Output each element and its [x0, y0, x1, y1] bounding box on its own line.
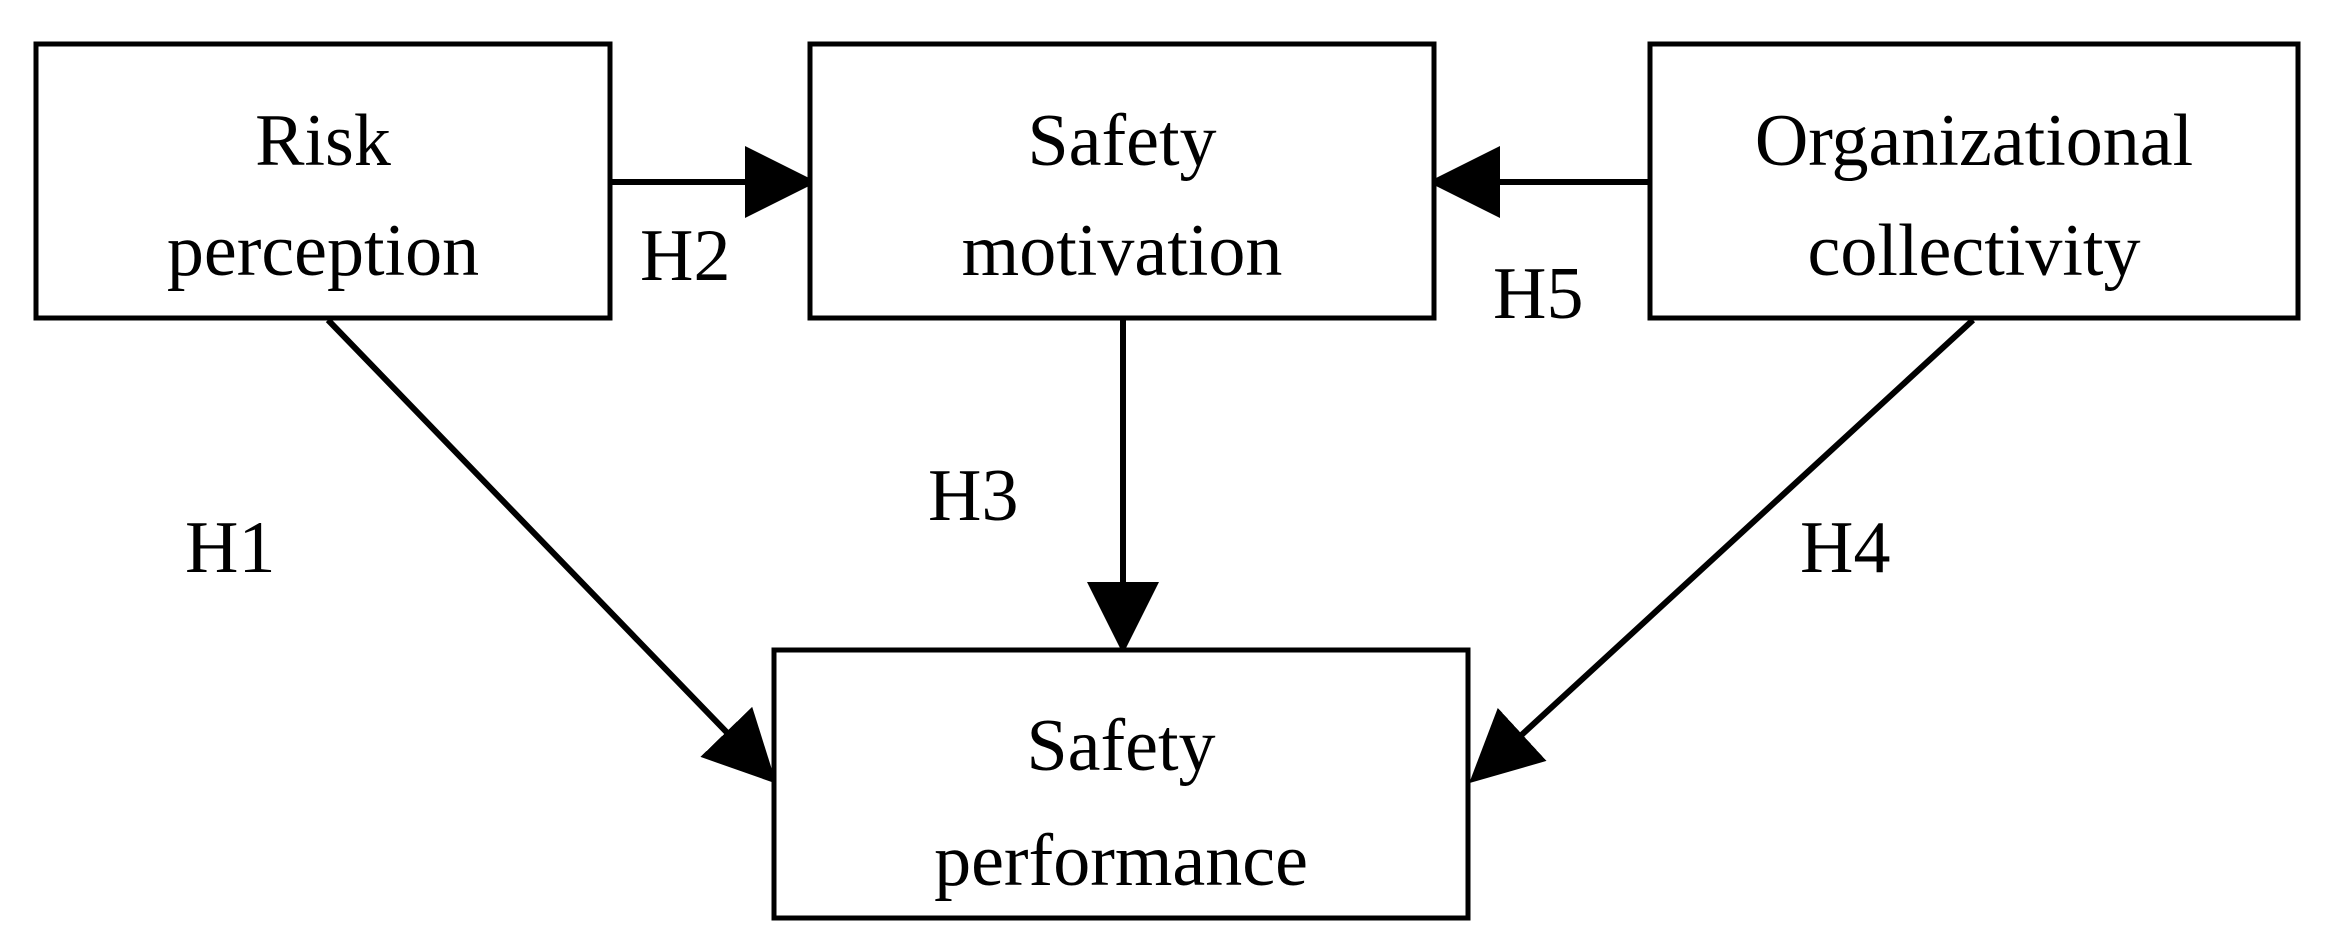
node-organizational-collectivity-line2: collectivity	[1808, 210, 2141, 292]
node-organizational-collectivity: Organizational collectivity	[1647, 41, 2301, 321]
node-safety-motivation-line1: Safety	[1027, 100, 1216, 182]
node-risk-perception-line1: Risk	[255, 100, 391, 182]
node-risk-perception-line2: perception	[167, 210, 479, 292]
node-organizational-collectivity-box	[1647, 41, 2301, 321]
node-safety-motivation-box	[807, 41, 1437, 321]
edge-h4-collectivity-to-performance	[1469, 317, 1976, 784]
edge-label-h1: H1	[185, 507, 275, 589]
edge-h1-risk-to-performance	[325, 317, 777, 784]
edge-label-h5: H5	[1493, 253, 1583, 335]
node-organizational-collectivity-line1: Organizational	[1755, 100, 2193, 182]
node-risk-perception: Risk perception	[33, 41, 613, 321]
node-risk-perception-box	[33, 41, 613, 321]
edge-label-h4: H4	[1800, 507, 1890, 589]
node-safety-motivation: Safety motivation	[807, 41, 1437, 321]
edge-label-h2: H2	[640, 215, 730, 297]
node-safety-performance-line2: performance	[934, 820, 1308, 902]
node-safety-performance: Safety performance	[771, 647, 1471, 921]
node-safety-performance-box	[771, 647, 1471, 921]
node-safety-performance-line1: Safety	[1026, 705, 1215, 787]
node-safety-motivation-line2: motivation	[962, 210, 1283, 292]
edge-label-h3: H3	[928, 455, 1018, 537]
